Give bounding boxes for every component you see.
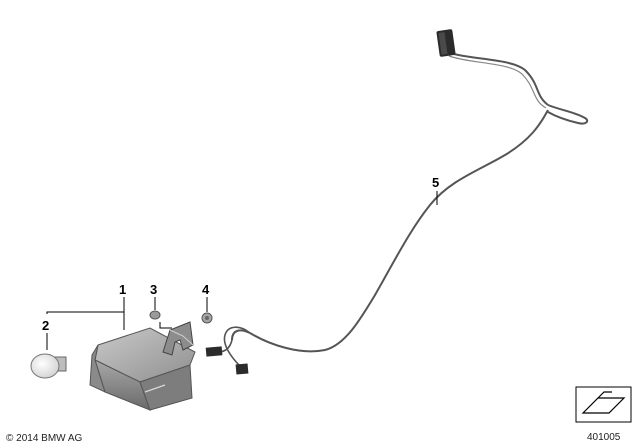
- wiring-harness: [217, 51, 589, 367]
- callout-1: 1: [119, 282, 127, 297]
- copyright-text: © 2014 BMW AG: [6, 433, 83, 444]
- harness-connector-bottom-left: [205, 346, 223, 357]
- folder-arrow-icon: [575, 386, 632, 423]
- callout-5: 5: [432, 175, 440, 190]
- nut: [201, 312, 213, 324]
- lamp-mounting-bracket: [162, 321, 194, 356]
- screw: [149, 310, 161, 320]
- lamp-housing: [89, 327, 196, 411]
- callout-4: 4: [202, 282, 210, 297]
- leader-lines: [46, 191, 438, 350]
- bulb: [30, 353, 67, 379]
- harness-connector-top: [436, 29, 456, 57]
- callout-3: 3: [150, 282, 158, 297]
- harness-connector-bottom-right: [235, 363, 249, 375]
- diagram-number: 401005: [587, 432, 621, 443]
- callout-2: 2: [42, 318, 50, 333]
